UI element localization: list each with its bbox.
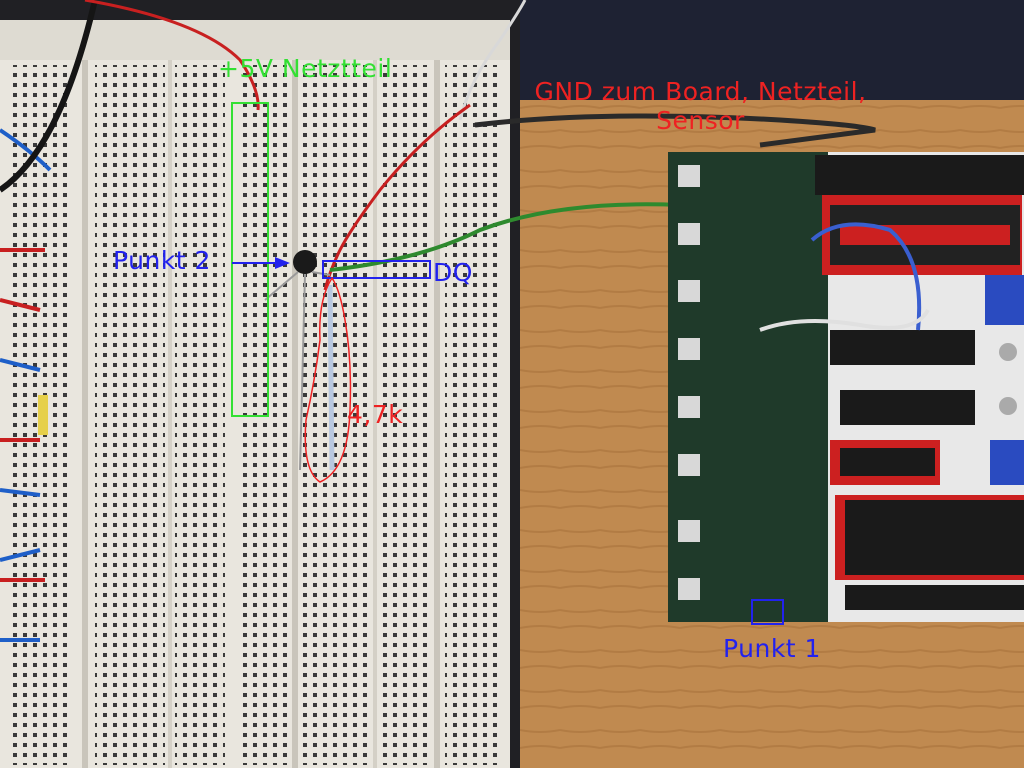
label-dq: DQ	[433, 258, 473, 287]
label-gnd-line2: Sensor	[656, 105, 745, 135]
pcb-board	[668, 152, 1024, 622]
left-wires	[0, 0, 98, 642]
blue-white-cables	[810, 222, 922, 331]
pcb-buttons	[678, 165, 700, 600]
sensor-legs	[264, 271, 331, 471]
label-point1: Punkt 1	[723, 634, 821, 663]
white-wire	[458, 0, 527, 121]
label-gnd: GND zum Board, Netzteil, Sensor	[503, 77, 898, 136]
resistor	[327, 284, 335, 471]
red-sensor-wire	[323, 103, 471, 291]
label-resistor: 4,7k	[347, 400, 404, 429]
resistor-outline	[304, 276, 352, 483]
supply-rail-highlight	[231, 102, 269, 417]
top-dark-panel	[520, 0, 1024, 100]
sensor-body	[293, 250, 317, 274]
label-supply: +5V Netztteil	[218, 54, 393, 83]
breadboard	[0, 20, 510, 768]
red-supply-wire	[84, 0, 260, 111]
black-gnd-wire	[474, 113, 876, 148]
point2-arrowhead	[275, 257, 290, 269]
label-gnd-line1: GND zum Board, Netzteil,	[534, 77, 867, 106]
point1-highlight	[751, 599, 784, 625]
label-point2: Punkt 2	[113, 246, 211, 275]
dq-highlight	[322, 260, 431, 279]
